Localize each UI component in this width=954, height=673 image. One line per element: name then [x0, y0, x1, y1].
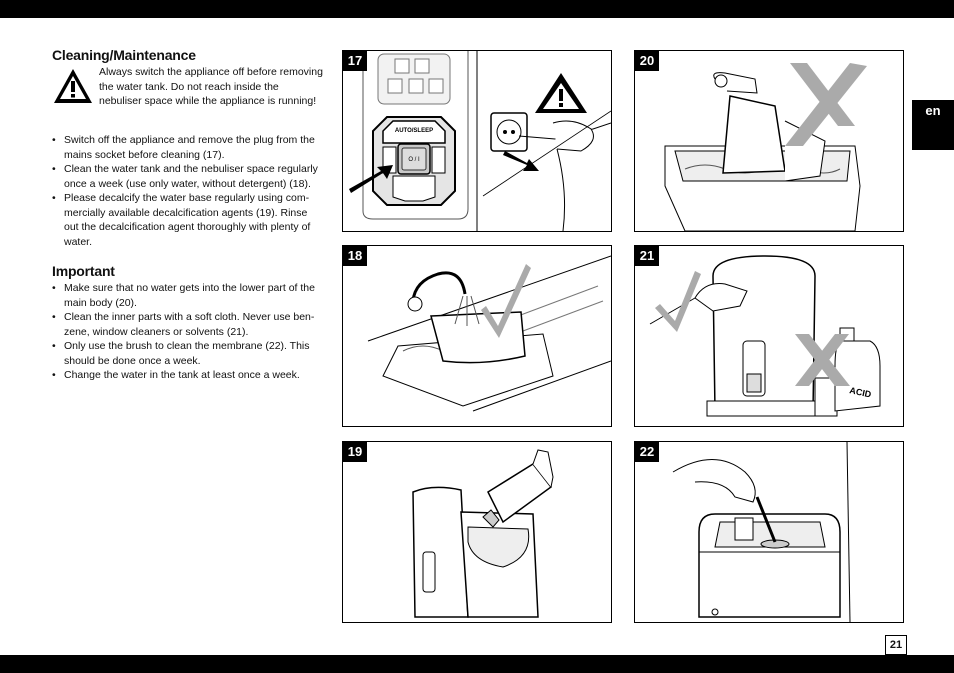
list-item: Clean the inner parts with a soft cloth.…	[52, 310, 324, 339]
figure-number: 20	[635, 51, 659, 71]
list-item: Please decalcify the water base regularl…	[52, 191, 324, 249]
figure-20: 20	[634, 50, 904, 232]
check-mark-icon	[655, 271, 701, 332]
sink-wash-illustration	[367, 255, 611, 412]
list-item: Change the water in the tank at least on…	[52, 368, 324, 383]
warning-triangle-icon	[54, 69, 92, 103]
check-mark-icon	[481, 264, 531, 338]
bottom-bar	[0, 655, 954, 673]
important-list: Make sure that no water gets into the lo…	[52, 281, 324, 383]
control-panel-illustration: AUTO/SLEEP O / I	[349, 51, 611, 231]
auto-sleep-label: AUTO/SLEEP	[395, 128, 433, 134]
figure-21: 21 ACID	[634, 245, 904, 427]
brush-membrane-illustration	[672, 442, 851, 622]
figure-number: 17	[343, 51, 367, 71]
list-item: Switch off the appliance and remove the …	[52, 133, 324, 162]
figure-22: 22	[634, 441, 904, 623]
language-tab[interactable]: en	[912, 100, 954, 150]
list-item: Only use the brush to clean the membrane…	[52, 339, 324, 368]
cross-mark-icon	[795, 334, 850, 386]
figure-number: 18	[343, 246, 367, 266]
acid-label: ACID	[849, 385, 873, 399]
tap-rinse-illustration	[664, 63, 867, 231]
list-item: Make sure that no water gets into the lo…	[52, 281, 324, 310]
list-item: Clean the water tank and the nebuliser s…	[52, 162, 324, 191]
figure-number: 21	[635, 246, 659, 266]
cross-mark-icon	[785, 63, 867, 146]
warning-block: Always switch the appliance off before r…	[52, 65, 324, 121]
figure-18: 18	[342, 245, 612, 427]
decalcify-illustration	[412, 449, 554, 618]
power-symbol: O / I	[408, 157, 420, 163]
warning-text: Always switch the appliance off before r…	[99, 66, 323, 107]
figure-19: 19	[342, 441, 612, 623]
figure-17: 17 AUTO/SLEEP O / I	[342, 50, 612, 232]
cleaning-list: Switch off the appliance and remove the …	[52, 133, 324, 249]
figure-number: 22	[635, 442, 659, 462]
cleaning-heading: Cleaning/Maintenance	[52, 47, 196, 63]
arrow-icon	[349, 165, 393, 193]
top-bar	[0, 0, 954, 18]
wipe-illustration: ACID	[649, 255, 881, 417]
text-column: Cleaning/Maintenance Always switch the a…	[52, 47, 324, 383]
page-number: 21	[885, 635, 907, 655]
arrow-icon	[503, 151, 539, 171]
figure-number: 19	[343, 442, 367, 462]
important-heading: Important	[52, 263, 115, 279]
